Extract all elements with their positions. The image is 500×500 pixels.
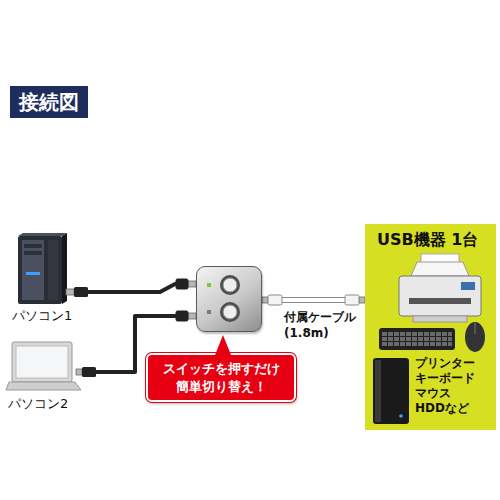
hdd-led: [399, 414, 403, 418]
drive-slot: [24, 244, 42, 248]
tower-body: [18, 236, 62, 304]
mouse-body: [465, 322, 485, 352]
diagram-title: 接続図: [10, 86, 88, 118]
usb-plug-housing: [176, 279, 188, 289]
printer-output: [413, 316, 467, 322]
callout-pointer: [215, 335, 231, 355]
switch-button-ring: [220, 275, 240, 295]
device-panel: USB機器 1台プリンター キーボード マウス HDDなど: [365, 224, 496, 430]
keyboard-body: [379, 328, 455, 350]
pc-tower-icon: [8, 232, 88, 308]
keyboard-keys: [382, 332, 452, 336]
usb-plug-metal: [188, 281, 196, 287]
tower-front: [22, 240, 44, 300]
hdd-edge: [375, 360, 381, 422]
switch-button: [223, 305, 237, 319]
mouse-button-split: [475, 323, 476, 334]
switch-button-ring: [220, 302, 240, 322]
usb-plug-housing: [345, 295, 359, 305]
laptop-node: パソコン2: [6, 340, 96, 422]
usb-plug-housing: [268, 295, 282, 305]
device-list: プリンター キーボード マウス HDDなど: [415, 356, 491, 416]
power-light: [26, 272, 40, 275]
laptop-icon: [6, 340, 96, 394]
pc-tower-node: パソコン1: [8, 232, 88, 332]
cable-label: 付属ケーブル (1.8m): [284, 310, 362, 341]
laptop-base: [6, 382, 81, 390]
status-led: [207, 310, 211, 314]
cable-group: [88, 279, 196, 292]
switch-face: [197, 267, 261, 331]
printer-panel: [461, 282, 475, 290]
keyboard-keys: [382, 342, 452, 346]
printer-tray: [411, 262, 469, 276]
printer-slot: [409, 298, 471, 304]
usb-plug-housing: [176, 311, 188, 321]
pc-label: パソコン1: [12, 308, 86, 325]
tower-panel: [48, 240, 58, 300]
usb-plug-housing: [74, 287, 88, 297]
usb-plug-housing: [82, 367, 96, 377]
usb-plug-metal: [66, 289, 74, 295]
usb-plug-metal: [188, 313, 196, 319]
cable-label-holder: 付属ケーブル (1.8m): [284, 310, 362, 341]
panel-heading: USB機器 1台: [377, 230, 489, 250]
hdd-body: [373, 358, 409, 424]
drive-slot: [24, 251, 42, 255]
usb-plug-metal: [76, 369, 82, 375]
usb-plug-metal: [262, 297, 268, 303]
tower-top: [18, 233, 67, 236]
switch-box: スイッチを押すだけ 簡単切り替え！: [196, 266, 262, 332]
pc-label: パソコン2: [8, 396, 94, 413]
printer-body: [399, 276, 481, 316]
switch-button: [223, 278, 237, 292]
callout-text: スイッチを押すだけ 簡単切り替え！: [152, 360, 290, 395]
title-holder: 接続図: [10, 86, 88, 118]
keyboard-keys: [382, 337, 452, 341]
cable-group: [262, 295, 365, 305]
laptop-screen: [16, 346, 68, 378]
callout-box: スイッチを押すだけ 簡単切り替え！: [146, 353, 296, 402]
status-led: [207, 283, 211, 287]
laptop-lid: [12, 342, 72, 382]
